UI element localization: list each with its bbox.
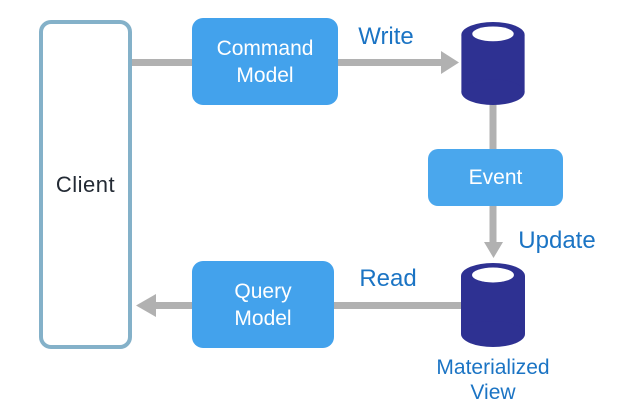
event-label: Event [468, 166, 523, 189]
edge-query-to-client-arrow [136, 294, 196, 317]
write-database-cylinder-icon [461, 22, 525, 105]
materialized-view-database-cylinder-icon [461, 263, 525, 347]
edge-client-to-command [125, 59, 197, 66]
edge-label-write: Write [358, 23, 414, 50]
node-event: Event [428, 149, 563, 206]
node-query-model: Query Model [192, 261, 334, 348]
query-model-label: Query Model [234, 279, 292, 330]
node-client: Client [39, 20, 132, 349]
edge-label-update: Update [518, 227, 596, 254]
node-command-model: Command Model [192, 18, 338, 105]
edge-write-db-to-event [489, 100, 497, 153]
client-label: Client [55, 171, 116, 197]
edge-matview-to-query [330, 302, 466, 309]
materialized-view-caption: Materialized View [436, 356, 550, 404]
database-cylinder-icon [461, 22, 525, 105]
database-cylinder-icon [461, 263, 525, 347]
edge-command-to-write-db-arrow [334, 51, 459, 74]
edge-label-read: Read [359, 265, 417, 292]
command-model-label: Command Model [216, 36, 314, 87]
edge-event-to-matview-arrow [484, 202, 503, 258]
